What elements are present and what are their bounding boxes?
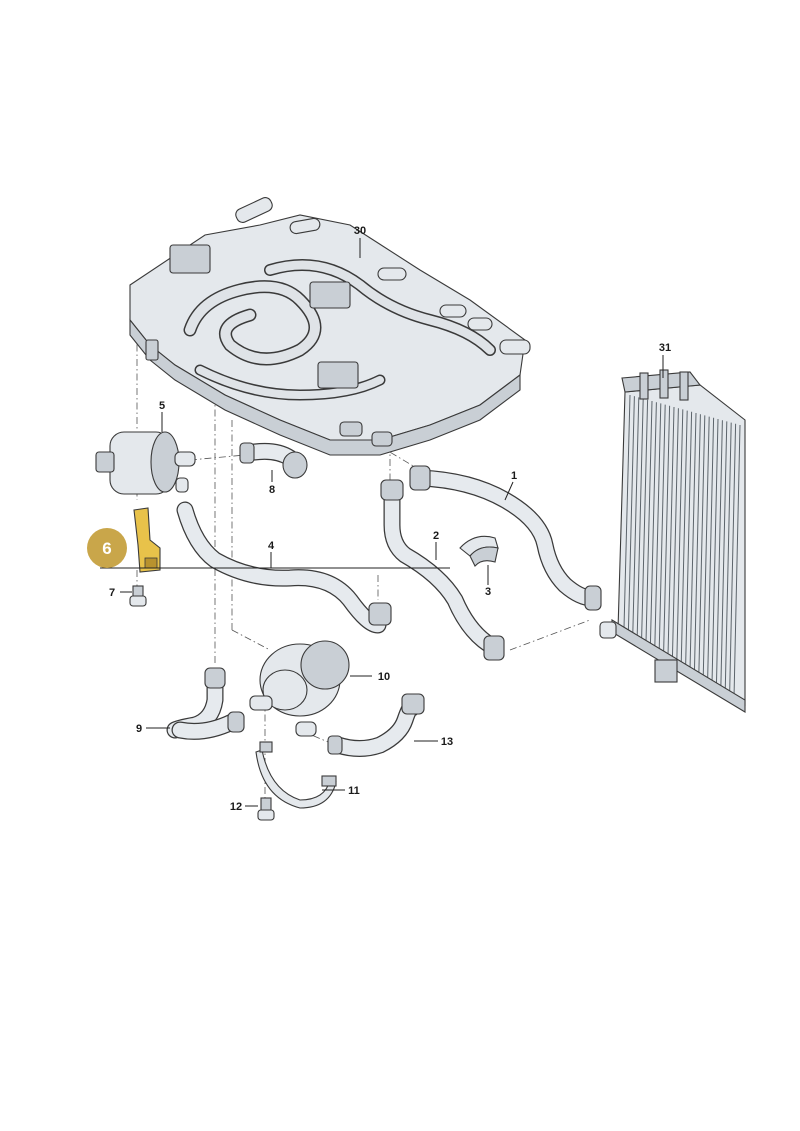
part-labels: 30 31 1 2 3 4 5 7 8 9 10 11 12 13: [109, 225, 671, 813]
hose-connector-8: [239, 442, 308, 479]
coolant-hose-4: [176, 501, 392, 634]
coolant-hose-13: [327, 693, 425, 757]
coolant-hose-1: [409, 465, 602, 611]
label-12[interactable]: 12: [230, 801, 242, 813]
radiator-fin: [663, 405, 671, 654]
highlight-badge-6[interactable]: 6: [87, 528, 127, 568]
radiator-fin: [649, 402, 657, 645]
electric-coolant-pump-5: [95, 431, 196, 495]
screw-7: [129, 585, 147, 607]
coolant-valve-block: [129, 197, 531, 456]
radiator-fin: [702, 416, 710, 679]
hose-clip: [459, 535, 499, 567]
label-30[interactable]: 30: [354, 225, 366, 237]
radiator-fin: [698, 415, 706, 676]
radiator-fin: [667, 406, 675, 657]
radiator-fin: [680, 410, 688, 665]
coolant-hose-2: [380, 479, 505, 661]
label-13[interactable]: 13: [441, 736, 453, 748]
radiator-fin: [685, 411, 693, 668]
label-7[interactable]: 7: [109, 587, 115, 599]
radiator-fin: [671, 408, 679, 659]
radiator-fin: [715, 420, 723, 687]
radiator-fin: [711, 418, 719, 685]
label-8[interactable]: 8: [269, 484, 275, 496]
radiator-fin: [724, 422, 732, 693]
elbow-hose-9: [166, 667, 245, 740]
pump-bracket-highlighted: [133, 507, 161, 573]
radiator-fin: [627, 396, 635, 631]
radiator-fin: [676, 409, 684, 662]
label-9[interactable]: 9: [136, 723, 142, 735]
radiator-fin: [720, 421, 728, 690]
radiator-fin: [636, 398, 644, 637]
radiator-fin: [654, 403, 662, 648]
strap-clamp-11: [255, 741, 337, 809]
radiator-fin: [707, 417, 715, 682]
radiator-fin: [693, 414, 701, 673]
label-4[interactable]: 4: [268, 540, 275, 552]
callout-6: 6: [102, 539, 111, 558]
radiator-fin: [729, 423, 737, 696]
label-10[interactable]: 10: [378, 671, 390, 683]
label-2[interactable]: 2: [433, 530, 439, 542]
radiator: [599, 369, 746, 713]
radiator-fin: [641, 399, 649, 640]
radiator-fin: [733, 424, 741, 699]
radiator-fin: [623, 394, 631, 629]
electric-coolant-pump-10: [249, 640, 350, 737]
radiator-fin: [689, 412, 697, 671]
radiator-fin: [658, 404, 666, 651]
screw-12: [257, 797, 275, 821]
label-31[interactable]: 31: [659, 342, 671, 354]
radiator-fin: [632, 397, 640, 634]
label-5[interactable]: 5: [159, 400, 165, 412]
label-3[interactable]: 3: [485, 586, 491, 598]
leader-lines: [100, 238, 664, 807]
radiator-fin: [645, 400, 653, 643]
label-11[interactable]: 11: [348, 785, 360, 797]
label-1[interactable]: 1: [511, 470, 517, 482]
